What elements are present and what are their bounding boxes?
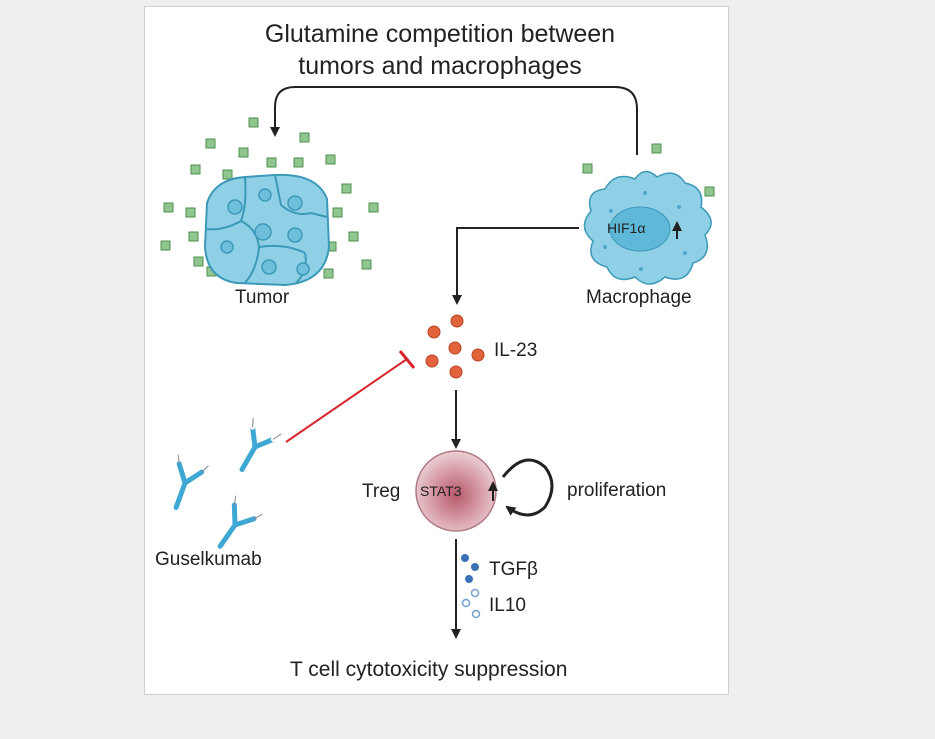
il23-label: IL-23 [494, 340, 538, 361]
tgfb-molecules [461, 554, 479, 583]
macrophage-label: Macrophage [586, 287, 692, 308]
macrophage-nucleus [609, 206, 671, 252]
guselkumab-antibodies [173, 415, 284, 549]
macrophage-to-il23-arrow [452, 227, 579, 305]
glutamine-molecules [160, 117, 715, 279]
diagram-canvas [160, 86, 715, 639]
diagram-title-line1: Glutamine competition between [264, 20, 616, 48]
competition-arrow [270, 86, 638, 155]
proliferation-label: proliferation [567, 480, 667, 501]
hif1a-label: HIF1α [607, 220, 646, 236]
suppression-label: T cell cytotoxicity suppression [290, 658, 568, 681]
treg-cell [415, 450, 497, 532]
proliferation-loop-arrow [501, 458, 554, 517]
macrophage-granules [603, 191, 687, 271]
inhibition-line [285, 358, 408, 443]
stat3-label: STAT3 [420, 483, 462, 499]
il10-label: IL10 [489, 595, 526, 616]
tumor-nuclei [220, 188, 310, 276]
il10-molecules [461, 588, 481, 619]
tgfb-label: TGFβ [489, 559, 538, 580]
guselkumab-label: Guselkumab [155, 549, 262, 570]
il23-cytokines [425, 314, 485, 379]
diagram-title-line2: tumors and macrophages [298, 52, 582, 80]
inhibition-bar [398, 350, 416, 369]
tumor-label: Tumor [235, 287, 290, 308]
treg-label: Treg [362, 481, 401, 502]
figure-panel: Glutamine competition between tumors and… [144, 6, 729, 695]
